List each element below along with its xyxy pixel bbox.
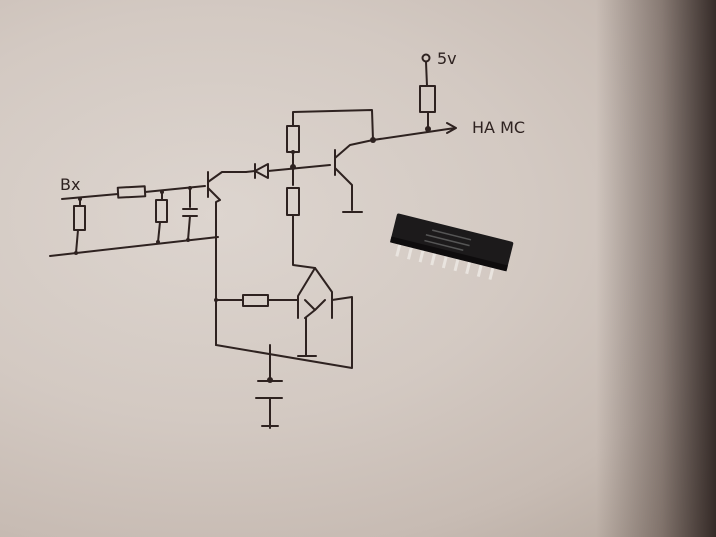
diode bbox=[245, 163, 331, 179]
lower-resistor bbox=[286, 187, 300, 216]
photo-shadow bbox=[596, 0, 716, 537]
output-stage: 5v HA MC bbox=[372, 49, 525, 141]
output-label: HA MC bbox=[472, 118, 525, 137]
input-label: Bx bbox=[60, 175, 80, 194]
ground-capacitor bbox=[255, 344, 283, 429]
transistor-1 bbox=[207, 171, 247, 346]
supply-terminal bbox=[421, 53, 431, 63]
differential-pair bbox=[214, 267, 353, 429]
input-stage: Bx bbox=[49, 175, 219, 257]
dip-chip-photo bbox=[390, 213, 514, 280]
base-capacitor bbox=[182, 187, 198, 241]
input-series-resistor bbox=[116, 185, 147, 199]
feedback-resistor bbox=[242, 294, 269, 307]
pullup-resistor bbox=[419, 85, 436, 113]
diode-and-divider bbox=[245, 109, 374, 269]
supply-label: 5v bbox=[437, 49, 457, 68]
input-shunt-resistor bbox=[73, 205, 86, 231]
upper-resistor bbox=[286, 125, 300, 153]
transistor-2 bbox=[334, 137, 376, 213]
base-resistor bbox=[155, 199, 168, 223]
